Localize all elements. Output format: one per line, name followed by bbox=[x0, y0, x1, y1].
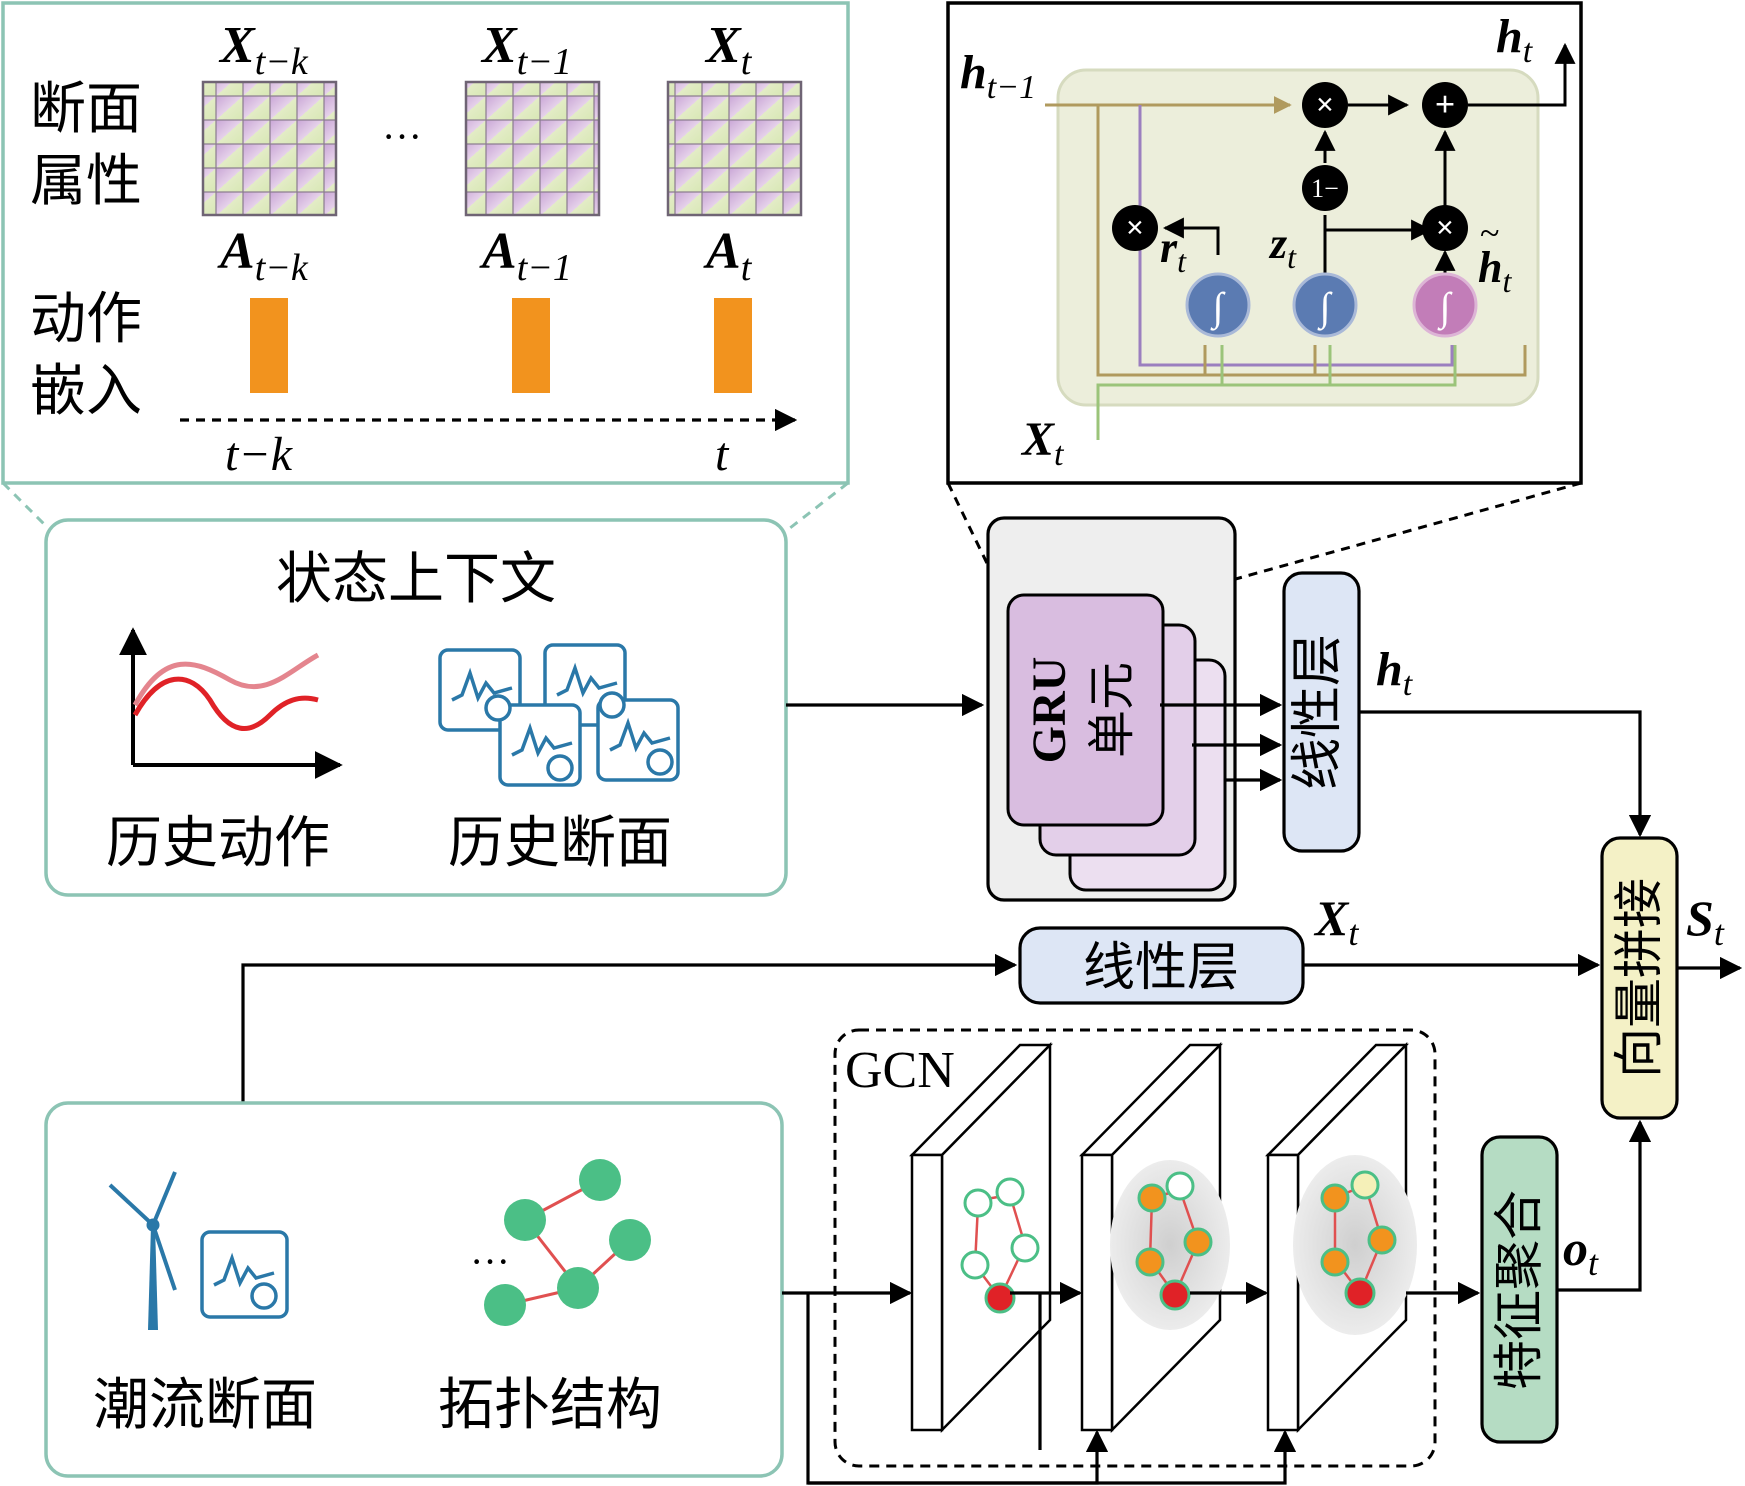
wind-turbine-icon bbox=[108, 1171, 177, 1330]
topology-ellipsis: ··· bbox=[470, 1239, 510, 1284]
sigma-node-update: ∫ bbox=[1292, 272, 1358, 338]
history-action-label: 历史动作 bbox=[106, 811, 330, 876]
feature-aggregation-block: 特征聚合 bbox=[1480, 1135, 1559, 1444]
gru-unit-label-cn: 单元 bbox=[1084, 662, 1140, 758]
gru-to-concat-arrow bbox=[1359, 710, 1652, 838]
linear-output-label: Xt bbox=[1313, 890, 1359, 953]
concat-block: 向量拼接 bbox=[1600, 836, 1679, 1120]
state-context-title: 状态上下文 bbox=[276, 547, 556, 612]
a-label-t1: At−1 bbox=[479, 223, 572, 289]
r-label: rt bbox=[1160, 223, 1187, 279]
gcn-layer-2 bbox=[1079, 1041, 1230, 1434]
mul-node-top: × bbox=[1302, 82, 1348, 128]
x-in-label: Xt bbox=[1020, 413, 1065, 473]
power-flow-label: 潮流断面 bbox=[93, 1373, 317, 1438]
svg-text:∫: ∫ bbox=[1437, 284, 1454, 331]
h-tilde-label: ht bbox=[1478, 243, 1512, 299]
x-label-t1: Xt−1 bbox=[480, 17, 572, 83]
matrix-t bbox=[666, 80, 803, 217]
a-label-t: At bbox=[703, 223, 753, 289]
z-label: zt bbox=[1268, 219, 1297, 275]
svg-text:线性层: 线性层 bbox=[1288, 634, 1348, 790]
one-minus-node: 1− bbox=[1302, 165, 1348, 211]
axis-end-label: t bbox=[715, 428, 730, 481]
history-action-chart-icon bbox=[119, 627, 343, 779]
h-prev-label: ht−1 bbox=[960, 46, 1036, 106]
action-embed-label-2: 嵌入 bbox=[30, 359, 142, 424]
svg-text:+: + bbox=[1435, 84, 1456, 124]
h-tilde-accent: ~ bbox=[1480, 213, 1499, 253]
tanh-node-candidate: ∫ bbox=[1412, 272, 1478, 338]
svg-text:特征聚合: 特征聚合 bbox=[1490, 1190, 1548, 1390]
svg-text:线性层: 线性层 bbox=[1083, 938, 1239, 998]
gru-output-label: ht bbox=[1376, 643, 1414, 703]
action-bar-t bbox=[714, 298, 752, 393]
agg-output-label: ot bbox=[1563, 1220, 1599, 1283]
a-label-tk: At−k bbox=[217, 223, 309, 289]
section-monitor-icon bbox=[200, 1230, 289, 1319]
gcn-label: GCN bbox=[845, 1042, 955, 1099]
topology-label: 拓扑结构 bbox=[438, 1373, 662, 1438]
history-section-icons bbox=[438, 643, 680, 787]
sigma-node-reset: ∫ bbox=[1185, 272, 1251, 338]
svg-text:1−: 1− bbox=[1311, 174, 1339, 203]
gru-linear-layer: 线性层 bbox=[1282, 571, 1361, 853]
matrix-t1 bbox=[464, 80, 601, 217]
section-attr-label-1: 断面 bbox=[30, 77, 142, 142]
action-bar-tk bbox=[250, 298, 288, 393]
x-label-tk: Xt−k bbox=[218, 17, 309, 83]
svg-text:∫: ∫ bbox=[1317, 284, 1334, 331]
axis-start-label: t−k bbox=[225, 428, 294, 481]
gcn-layer-3 bbox=[1265, 1041, 1417, 1434]
mul-node-candidate: × bbox=[1422, 205, 1468, 251]
history-section-label: 历史断面 bbox=[448, 811, 672, 876]
gcn-layer-1 bbox=[909, 1041, 1053, 1434]
section-attr-label-2: 属性 bbox=[30, 149, 142, 214]
svg-text:×: × bbox=[1316, 86, 1334, 122]
topology-graph-icon bbox=[484, 1159, 651, 1326]
agg-to-concat-arrow bbox=[1557, 1119, 1652, 1292]
action-bar-t1 bbox=[512, 298, 550, 393]
state-context-box: 状态上下文 历史动作 历史断面 bbox=[44, 518, 788, 897]
matrix-ellipsis: ··· bbox=[382, 114, 422, 159]
svg-text:∫: ∫ bbox=[1210, 284, 1227, 331]
svg-text:向量拼接: 向量拼接 bbox=[1610, 878, 1668, 1078]
matrix-tk bbox=[201, 80, 338, 217]
input-box: ··· 潮流断面 拓扑结构 bbox=[44, 1101, 784, 1478]
svg-text:×: × bbox=[1126, 209, 1144, 245]
mul-node-reset: × bbox=[1112, 205, 1158, 251]
sequence-inset: 断面 属性 动作 嵌入 Xt−k Xt−1 Xt ··· At−k At−1 A… bbox=[1, 1, 850, 530]
svg-text:×: × bbox=[1436, 209, 1454, 245]
x-label-t: Xt bbox=[704, 17, 753, 83]
final-output-label: St bbox=[1686, 890, 1725, 953]
add-node: + bbox=[1422, 82, 1468, 128]
gru-unit-label: GRU bbox=[1023, 657, 1076, 764]
h-out-label: ht bbox=[1496, 10, 1534, 70]
action-embed-label-1: 动作 bbox=[30, 287, 142, 352]
gcn-block: GCN bbox=[782, 1028, 1481, 1485]
lower-linear-layer: 线性层 bbox=[1018, 926, 1305, 1005]
gru-stack: GRU 单元 bbox=[986, 516, 1283, 902]
gru-cell-inset: × + 1− × × ∫ ∫ ∫ h bbox=[946, 1, 1583, 602]
